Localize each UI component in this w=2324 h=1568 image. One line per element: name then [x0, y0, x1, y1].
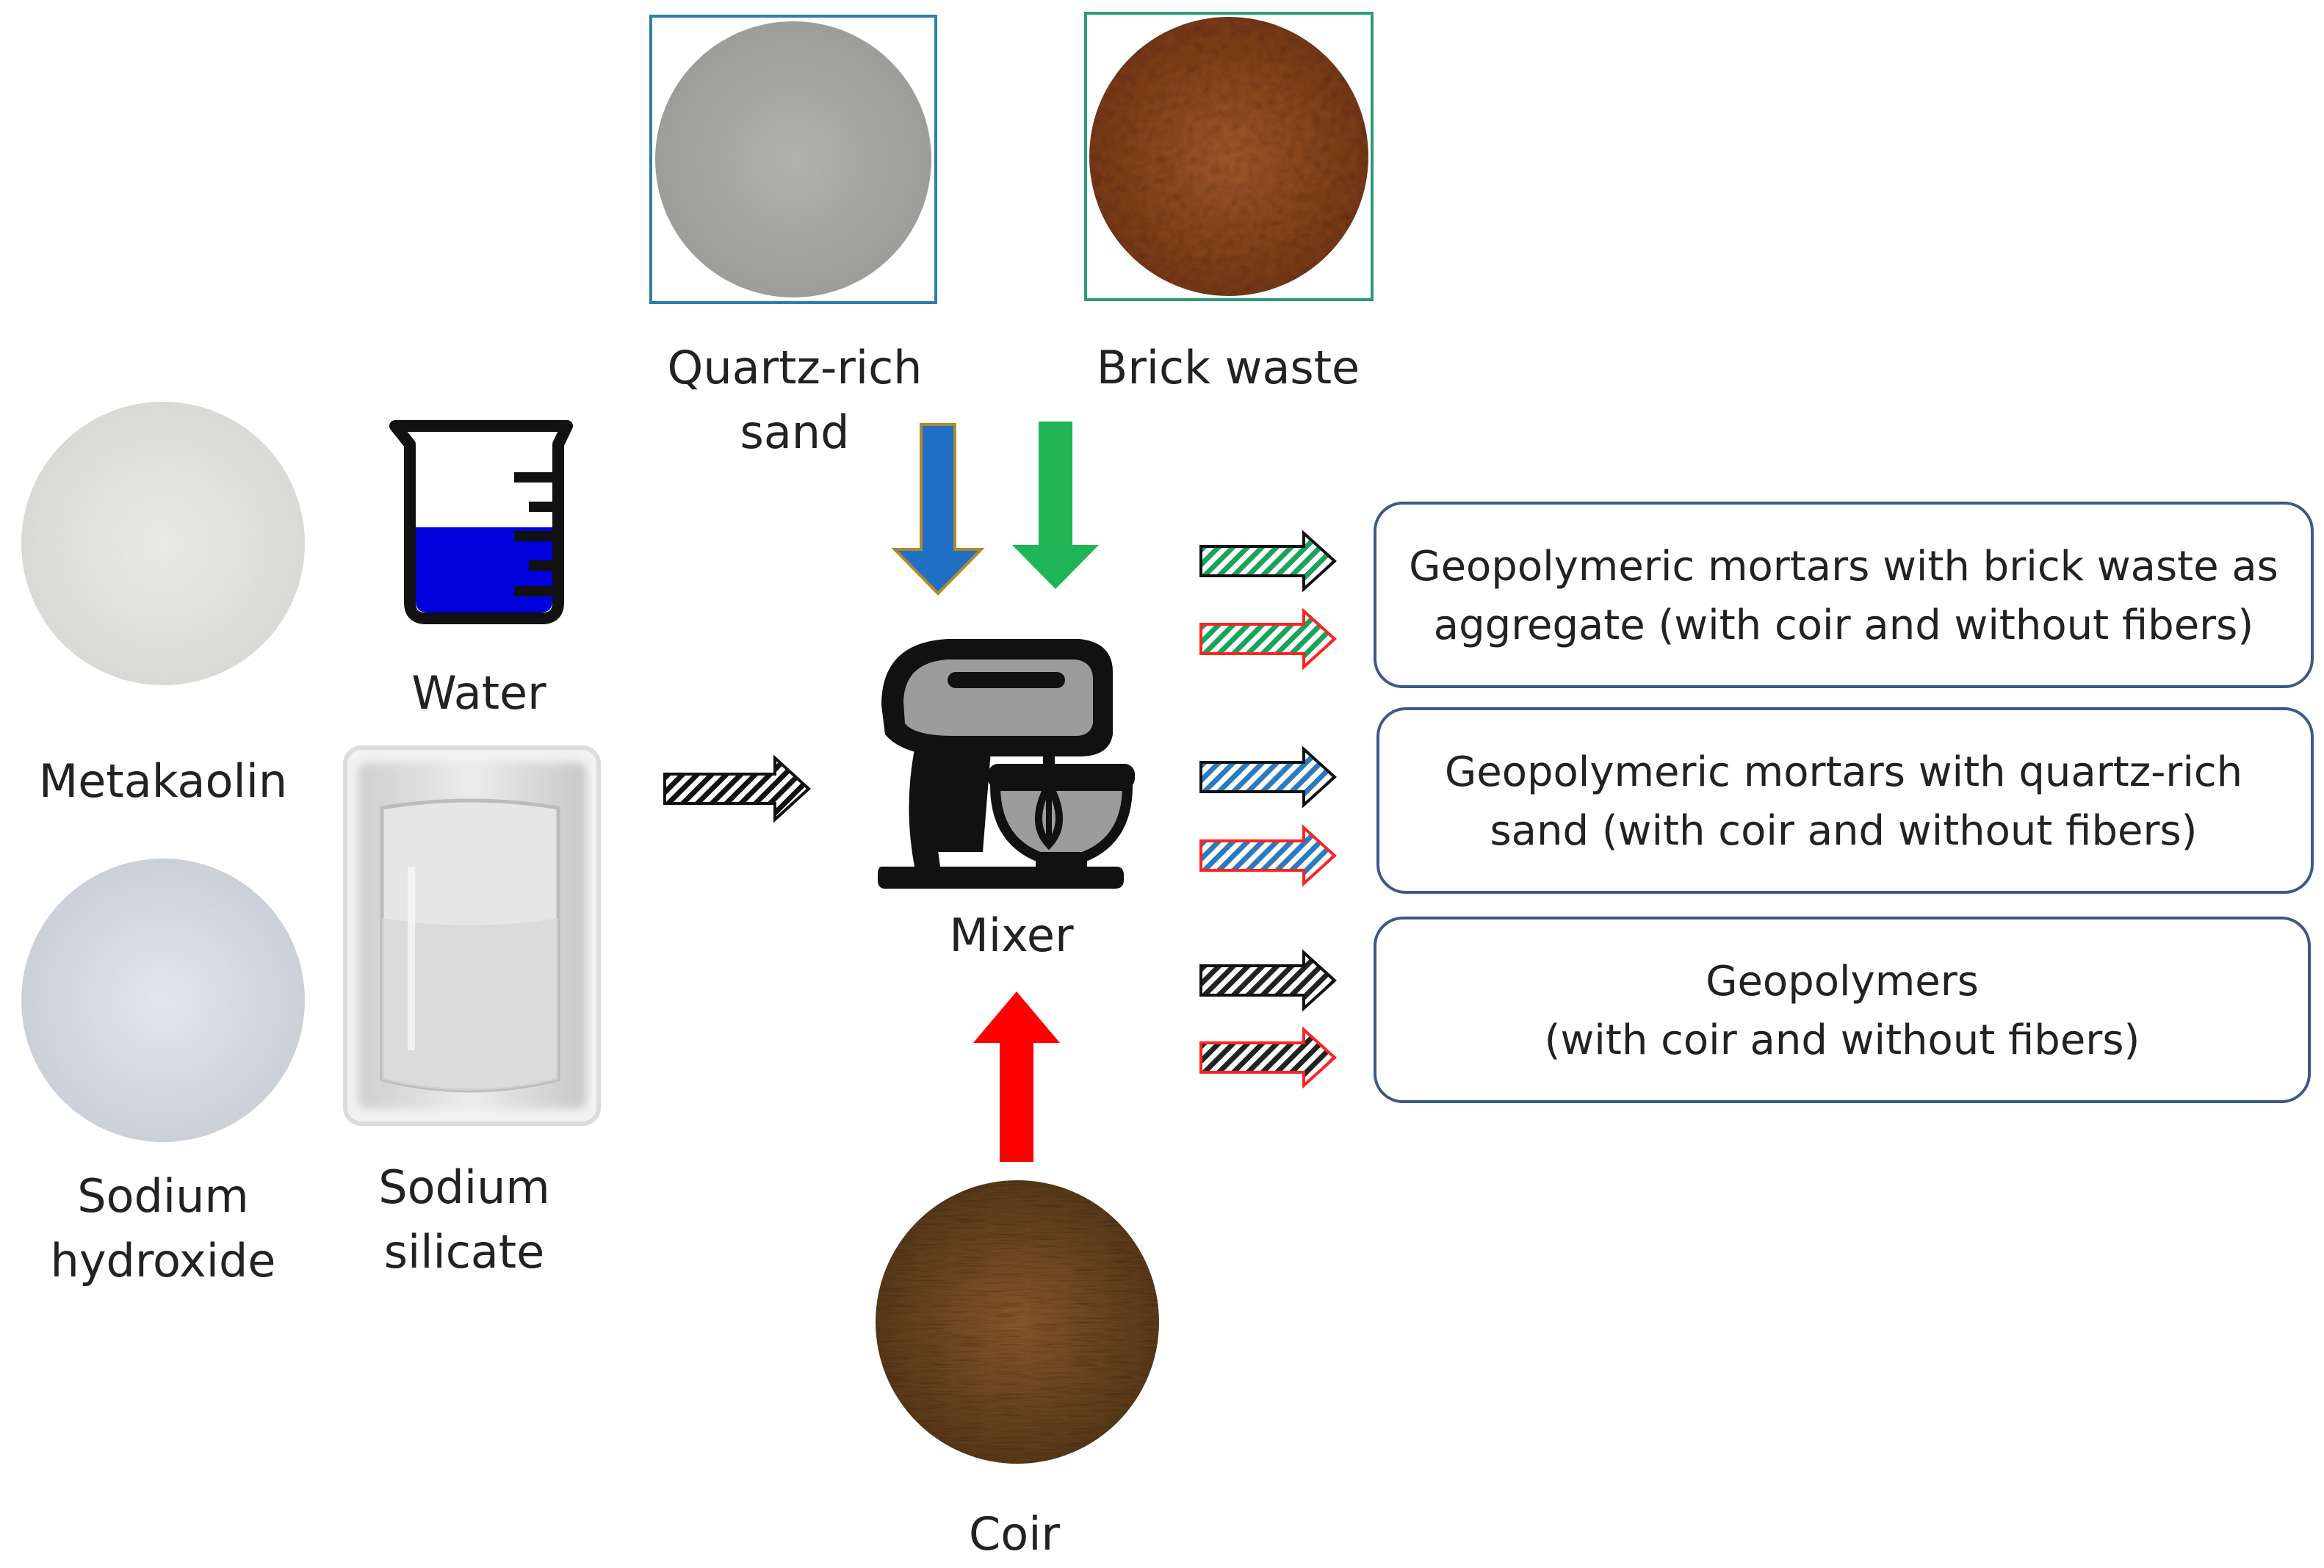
output-brick-line2: aggregate (with coir and without fibers)	[1434, 601, 2253, 649]
output-geopolymer-line1: Geopolymers	[1706, 958, 1979, 1005]
quartz-sand-label-line1: Quartz-rich	[668, 341, 923, 394]
sodium-hydroxide-sample	[21, 859, 305, 1142]
coir-up-arrow	[973, 991, 1060, 1162]
sodium-hydroxide-label-line2: hydroxide	[51, 1234, 276, 1287]
coir-label: Coir	[969, 1507, 1060, 1561]
output-geopolymer-line2: (with coir and without fibers)	[1545, 1016, 2140, 1064]
output-sand-line1: Geopolymeric mortars with quartz-rich	[1445, 748, 2242, 796]
brick-down-arrow	[1012, 422, 1099, 589]
sand-down-arrow	[891, 423, 985, 596]
output-brick-line1: Geopolymeric mortars with brick waste as	[1409, 543, 2278, 590]
output-box-brick: Geopolymeric mortars with brick waste as…	[1374, 502, 2314, 688]
coir-fiber-sample	[876, 1180, 1159, 1464]
sand-plain-arrow	[1199, 748, 1336, 806]
quartz-sand-sample	[649, 15, 937, 304]
quartz-sand-label-line2: sand	[740, 405, 850, 459]
output-sand-line2: sand (with coir and without fibers)	[1490, 807, 2197, 855]
water-label: Water	[411, 666, 546, 720]
output-arrows	[1199, 532, 1336, 1087]
metakaolin-sample	[21, 402, 305, 685]
sand-coir-arrow	[1199, 826, 1336, 885]
brick-waste-label: Brick waste	[1097, 341, 1360, 394]
output-box-geopolymer: Geopolymers (with coir and without fiber…	[1374, 917, 2311, 1103]
brick-waste-sample	[1084, 12, 1374, 301]
brick-plain-arrow	[1199, 532, 1336, 590]
mixer-label: Mixer	[949, 908, 1074, 962]
sodium-silicate-photo	[343, 745, 601, 1126]
beaker-icon	[389, 420, 573, 624]
sodium-silicate-label-line1: Sodium	[378, 1160, 550, 1214]
sodium-silicate-label-line2: silicate	[384, 1225, 545, 1279]
output-box-sand: Geopolymeric mortars with quartz-rich sa…	[1376, 707, 2314, 894]
sodium-hydroxide-label-line1: Sodium	[77, 1169, 249, 1223]
brick-coir-arrow	[1199, 610, 1336, 668]
metakaolin-label: Metakaolin	[39, 754, 287, 808]
stand-mixer-icon	[878, 639, 1135, 889]
geopolymer-plain-arrow	[1199, 951, 1336, 1010]
geopolymer-coir-arrow	[1199, 1028, 1336, 1087]
binder-to-mixer-arrow	[663, 756, 810, 821]
